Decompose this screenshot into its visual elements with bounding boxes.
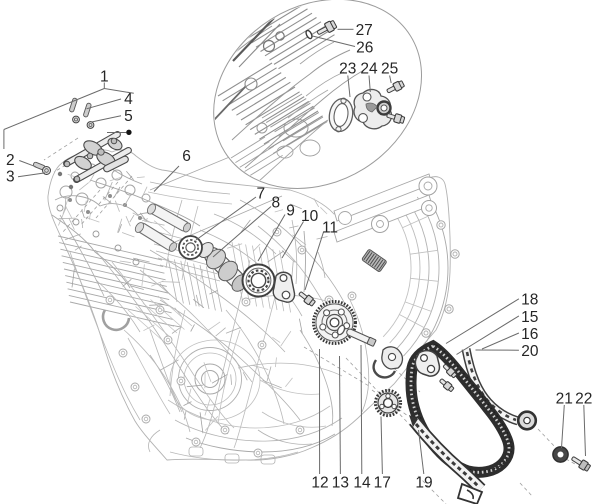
- svg-text:27: 27: [356, 22, 373, 39]
- svg-text:16: 16: [521, 326, 538, 343]
- svg-text:9: 9: [286, 202, 295, 219]
- svg-text:10: 10: [301, 208, 319, 225]
- svg-text:4: 4: [124, 91, 133, 108]
- svg-text:5: 5: [124, 108, 133, 125]
- svg-text:2: 2: [6, 152, 15, 169]
- svg-text:15: 15: [521, 309, 538, 326]
- svg-text:17: 17: [374, 475, 391, 492]
- svg-text:8: 8: [271, 194, 280, 211]
- svg-text:24: 24: [360, 61, 378, 78]
- svg-text:21: 21: [556, 391, 573, 408]
- svg-text:11: 11: [322, 220, 338, 237]
- svg-text:1: 1: [100, 69, 109, 86]
- svg-text:7: 7: [256, 186, 265, 203]
- svg-text:18: 18: [521, 292, 538, 309]
- svg-text:25: 25: [381, 61, 398, 78]
- svg-text:6: 6: [182, 148, 191, 165]
- svg-text:26: 26: [356, 40, 373, 57]
- svg-text:22: 22: [575, 391, 592, 408]
- svg-text:23: 23: [339, 61, 356, 78]
- svg-text:3: 3: [6, 169, 15, 186]
- svg-text:20: 20: [521, 343, 539, 360]
- svg-text:13: 13: [332, 475, 349, 492]
- svg-text:19: 19: [415, 475, 432, 492]
- svg-text:14: 14: [353, 475, 371, 492]
- svg-text:12: 12: [311, 475, 328, 492]
